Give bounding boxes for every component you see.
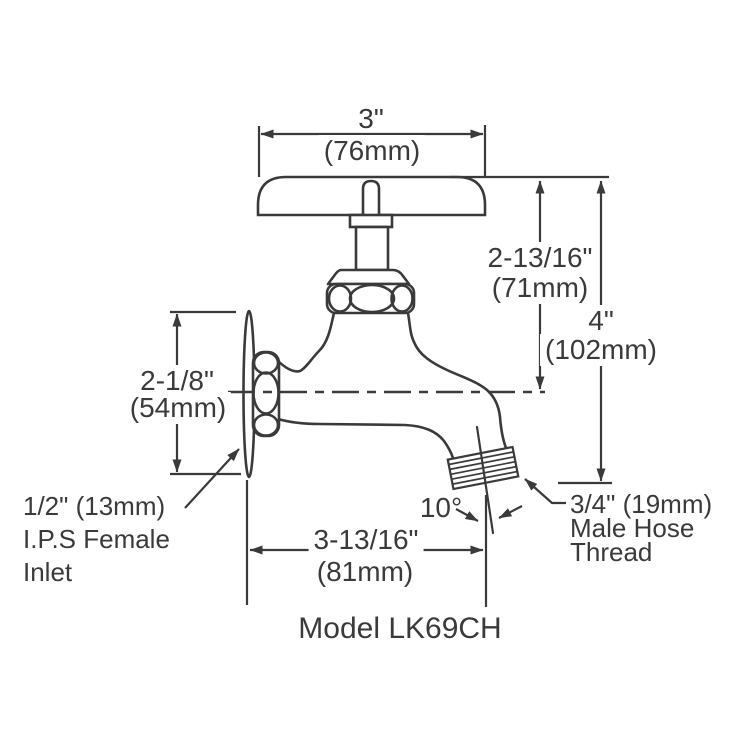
bonnet-nut-facet-right (390, 284, 414, 313)
dim-label-handle-width-metric: (76mm) (318, 135, 426, 167)
body-bottom-contour (276, 417, 455, 460)
bonnet-nut-facet-center (348, 283, 396, 314)
callout-hose-thread-line2: Male Hose (570, 513, 695, 543)
callout-hose-thread: 3/4" (19mm) Male Hose Thread (570, 489, 713, 567)
dimension-lines (170, 125, 612, 607)
callout-inlet-line3: Inlet (23, 557, 73, 587)
leader-hose-thread (524, 478, 566, 505)
leader-inlet (184, 448, 240, 509)
callout-hose-thread-line1: 3/4" (19mm) (570, 489, 713, 519)
handle-screw (361, 179, 381, 217)
body-left-contour (275, 311, 336, 373)
dim-label-flange-height-value: 2-1/8" (135, 365, 219, 397)
dim-label-top-to-outlet-metric: (102mm) (539, 334, 663, 366)
dim-label-outlet-angle: 10° (419, 492, 463, 523)
dim-label-top-to-center-value: 2-13/16" (482, 242, 598, 274)
dim-label-top-to-center-metric: (71mm) (486, 272, 594, 304)
dim-label-flange-height-metric: (54mm) (124, 392, 232, 424)
dim-label-wall-to-outlet-value: 3-13/16" (308, 524, 424, 556)
callout-inlet: 1/2" (13mm) I.P.S Female Inlet (23, 490, 170, 589)
bonnet (326, 268, 411, 286)
dim-label-top-to-outlet-value: 4" (583, 305, 619, 337)
bonnet-nut (325, 282, 416, 315)
outlet-angle-line (475, 425, 495, 535)
angle-arrow-right (498, 505, 523, 519)
callout-inlet-line2: I.P.S Female (23, 524, 170, 554)
faucet-outline (242, 175, 520, 535)
angle-arrow-left (455, 508, 479, 522)
wall-nut (251, 350, 281, 438)
valve-stem (354, 225, 390, 272)
dim-label-wall-to-outlet-metric: (81mm) (311, 556, 419, 588)
callout-inlet-line1: 1/2" (13mm) (23, 491, 166, 521)
callout-hose-thread-line3: Thread (570, 537, 653, 567)
body-right-contour (406, 311, 508, 450)
wall-nut-facet-bottom (252, 413, 280, 437)
handle-collar (348, 213, 394, 229)
dim-label-handle-width-value: 3" (358, 103, 384, 134)
model-title: Model LK69CH (298, 612, 502, 645)
